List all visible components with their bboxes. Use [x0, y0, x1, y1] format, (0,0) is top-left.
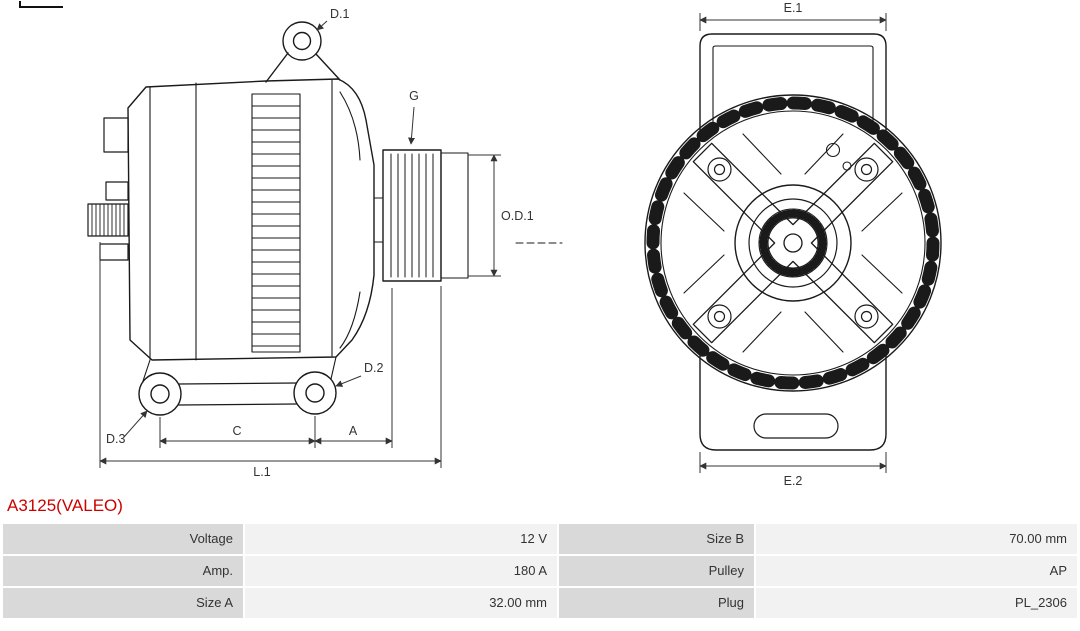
side-view-drawing — [87, 21, 563, 416]
spec-value-size-b: 70.00 mm — [756, 524, 1077, 554]
terminal-stud — [825, 142, 841, 158]
dimension-label-l1: L.1 — [253, 465, 270, 479]
alternator-drawing-svg: D.1 G O.D.1 D.2 D.3 C A L.1 — [19, 1, 942, 488]
dimension-label-d2: D.2 — [364, 361, 384, 375]
dimension-label-g: G — [409, 89, 419, 103]
spec-value-voltage: 12 V — [245, 524, 557, 554]
spec-label-size-a: Size A — [3, 588, 243, 618]
dimension-label-e1: E.1 — [784, 1, 803, 15]
dimension-label-d3: D.3 — [106, 432, 126, 446]
cooling-fins — [251, 93, 301, 353]
mounting-lugs — [138, 356, 337, 416]
spec-value-amp: 180 A — [245, 556, 557, 586]
pulley-front-view — [734, 184, 852, 302]
spec-value-pulley: AP — [756, 556, 1077, 586]
front-top-bracket — [699, 33, 887, 131]
part-number: A3125(VALEO) — [7, 496, 123, 515]
spec-value-size-a: 32.00 mm — [245, 588, 557, 618]
spec-label-size-b: Size B — [559, 524, 754, 554]
cooling-fins-ring — [646, 96, 940, 390]
alternator-body — [127, 78, 375, 361]
page-artifact-line — [19, 1, 63, 8]
side-view-dimensions — [99, 20, 501, 468]
knurled-shaft-ring — [759, 209, 827, 277]
housing-outer-circle — [644, 94, 942, 392]
front-view-drawing — [644, 33, 942, 451]
dimension-label-od1: O.D.1 — [501, 209, 534, 223]
dimension-label-e2: E.2 — [784, 474, 803, 488]
spec-table: Voltage 12 V Size B 70.00 mm Amp. 180 A … — [3, 524, 1077, 618]
spec-label-amp: Amp. — [3, 556, 243, 586]
top-mounting-ear — [265, 21, 341, 83]
regulator-connector — [87, 117, 129, 261]
terminal-stud-small — [842, 161, 852, 171]
spec-value-plug: PL_2306 — [756, 588, 1077, 618]
pulley-side-view — [373, 149, 469, 282]
housing-inner-circle — [660, 110, 926, 376]
fan-blades — [683, 133, 903, 353]
technical-drawing: D.1 G O.D.1 D.2 D.3 C A L.1 — [19, 1, 942, 488]
dimension-label-d1: D.1 — [330, 7, 350, 21]
spec-label-voltage: Voltage — [3, 524, 243, 554]
dimension-label-a: A — [349, 424, 358, 438]
spec-label-pulley: Pulley — [559, 556, 754, 586]
bracket-slot — [753, 413, 839, 439]
x-cover — [692, 142, 894, 344]
cover-bolt-holes — [707, 157, 879, 329]
front-view-dimensions — [699, 13, 887, 473]
spec-label-plug: Plug — [559, 588, 754, 618]
front-bottom-bracket — [699, 355, 887, 451]
dimension-label-c: C — [232, 424, 241, 438]
